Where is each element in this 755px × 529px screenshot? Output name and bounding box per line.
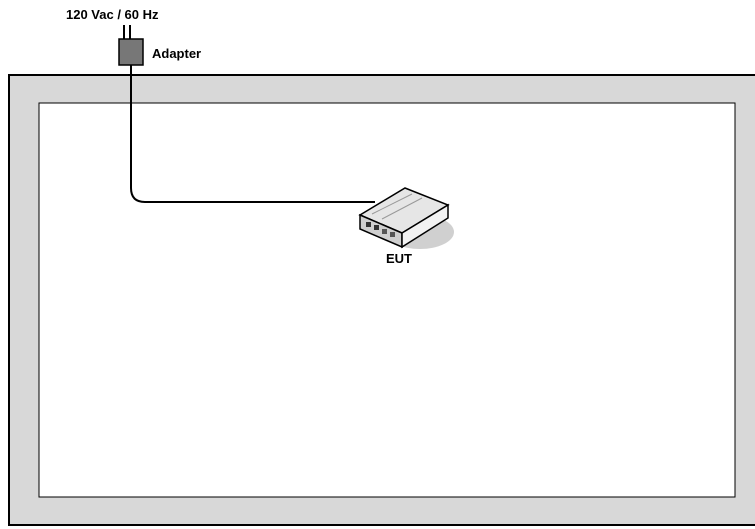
table-surface	[38, 102, 736, 498]
power-source-label: 120 Vac / 60 Hz	[66, 7, 159, 22]
adapter-label: Adapter	[152, 46, 202, 61]
eut-label: EUT	[386, 251, 412, 266]
adapter-icon	[118, 38, 144, 66]
power-cable	[130, 65, 375, 203]
plug-prongs-icon	[123, 25, 131, 39]
eut-device-icon	[358, 187, 454, 249]
